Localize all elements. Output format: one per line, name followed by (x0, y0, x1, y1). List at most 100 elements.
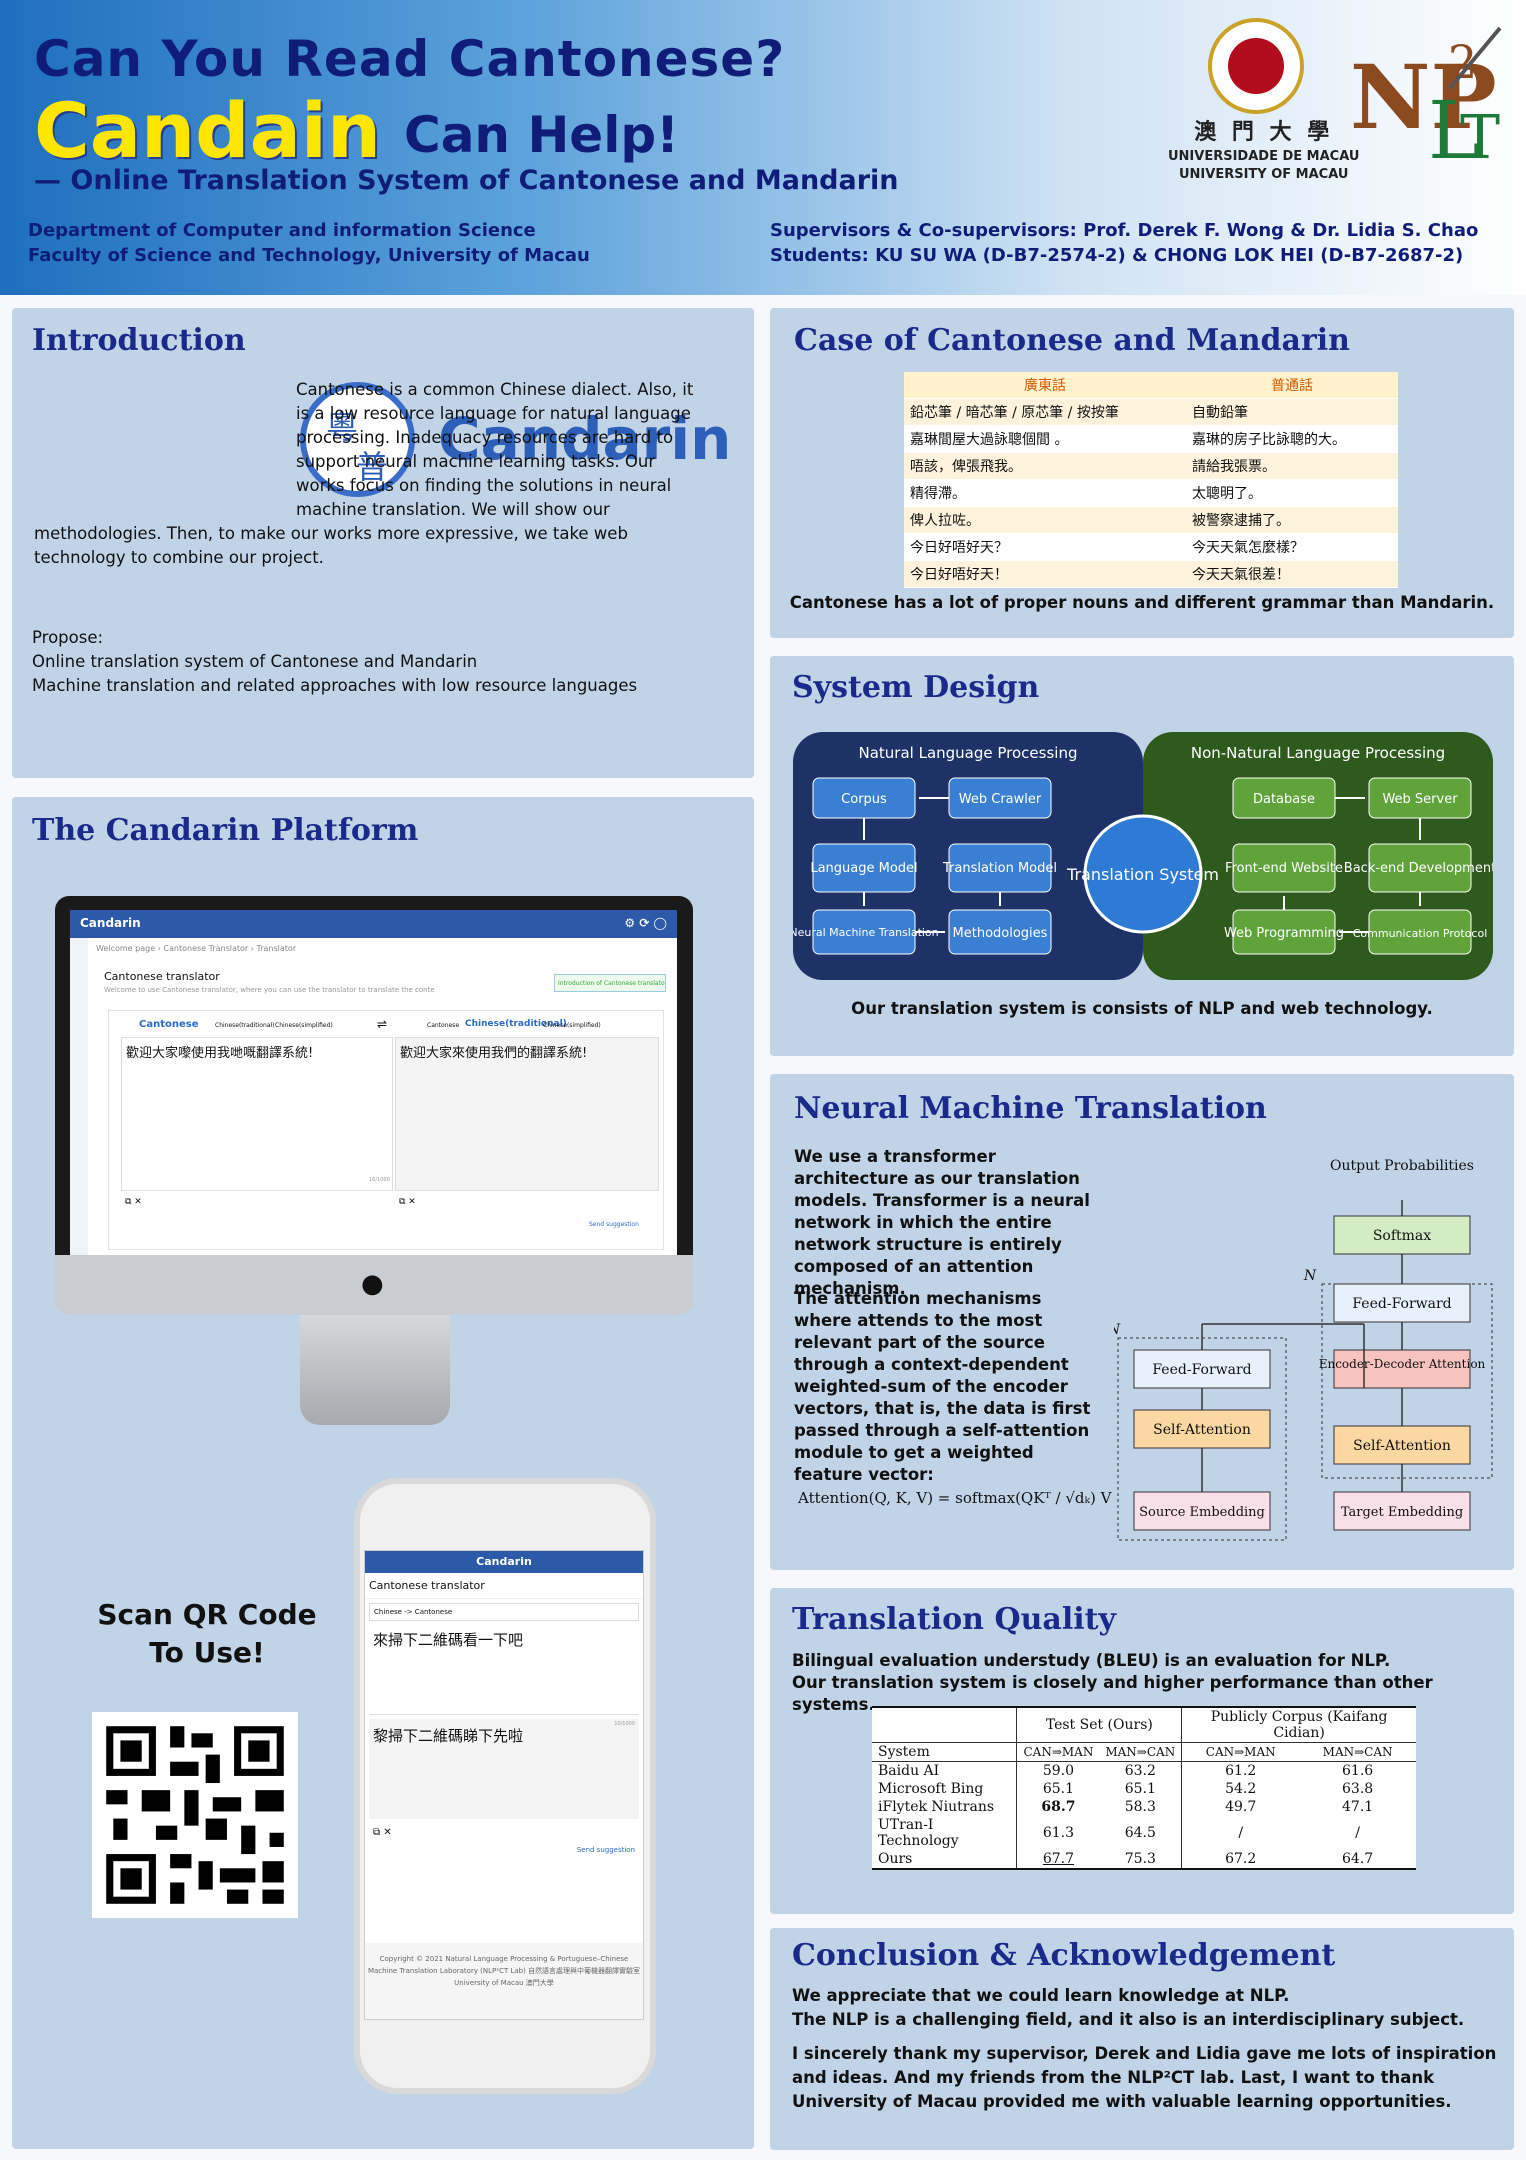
platform-title: The Candarin Platform (32, 813, 419, 848)
introduction-text: Cantonese is a common Chinese dialect. A… (34, 380, 694, 567)
send-suggestion-link[interactable]: Send suggestion (589, 1221, 639, 1228)
svg-text:Corpus: Corpus (841, 792, 887, 807)
svg-text:N: N (1303, 1268, 1317, 1284)
mobile-app-bar: Candarin (365, 1551, 643, 1573)
introduction-title: Introduction (32, 323, 246, 358)
table-row: 今日好唔好天？今天天氣怎麼樣？ (904, 533, 1398, 561)
svg-text:Target Embedding: Target Embedding (1341, 1505, 1463, 1520)
svg-text:N: N (1114, 1322, 1121, 1338)
desktop-page-title: Cantonese translator (104, 970, 220, 983)
quality-text: Bilingual evaluation understudy (BLEU) i… (792, 1651, 1433, 1714)
table-row: 嘉琳間屋大過詠聰個間 。嘉琳的房子比詠聰的大。 (904, 425, 1398, 453)
mobile-send-suggestion[interactable]: Send suggestion (576, 1846, 635, 1854)
svg-text:Feed-Forward: Feed-Forward (1152, 1362, 1251, 1378)
attention-formula: Attention(Q, K, V) = softmax(QKᵀ / √dₖ) … (798, 1489, 1112, 1507)
candarin-logo-icon: 粵 普 (300, 382, 415, 497)
svg-text:Feed-Forward: Feed-Forward (1352, 1296, 1451, 1312)
candarin-logo-text: Candarin (438, 405, 732, 473)
transformer-diagram: Output Probabilities Softmax Feed-Forwar… (1114, 1158, 1493, 1541)
nlp2ct-logo: NP 2 L T (1350, 26, 1502, 168)
monitor-chin: ● (55, 1255, 693, 1315)
design-caption: Our translation system is consists of NL… (851, 999, 1433, 1018)
conclusion-text: We appreciate that we could learn knowle… (792, 1986, 1497, 2111)
mobile-footer: Copyright © 2021 Natural Language Proces… (365, 1943, 643, 2019)
case-caption: Cantonese has a lot of proper nouns and … (789, 593, 1495, 612)
svg-text:Web Crawler: Web Crawler (959, 792, 1042, 807)
svg-text:Source Embedding: Source Embedding (1139, 1505, 1265, 1520)
svg-text:Front-end Website: Front-end Website (1225, 861, 1343, 876)
table-row: 鉛芯筆 / 暗芯筆 / 原芯筆 / 按按筆自動鉛筆 (904, 398, 1398, 426)
svg-text:Database: Database (1253, 792, 1315, 807)
poster-title-line1: Can You Read Cantonese? (34, 30, 786, 88)
breadcrumb: Welcome page › Cantonese Translator › Tr… (96, 944, 297, 953)
svg-text:Translation System: Translation System (1066, 865, 1219, 884)
source-tab-traditional[interactable]: Chinese(traditional) (215, 1022, 275, 1029)
desktop-screenshot: Candarin⚙ ⟳ ◯ Welcome page › Cantonese T… (70, 910, 677, 1260)
svg-text:Encoder-Decoder Attention: Encoder-Decoder Attention (1319, 1357, 1486, 1371)
source-tab-cantonese[interactable]: Cantonese (139, 1019, 199, 1030)
svg-text:Translation Model: Translation Model (942, 861, 1057, 876)
svg-text:Web Server: Web Server (1382, 792, 1458, 807)
table-row: 今日好唔好天！今天天氣很差！ (904, 560, 1398, 588)
nmt-title: Neural Machine Translation (794, 1091, 1267, 1126)
target-tab-cantonese[interactable]: Cantonese (427, 1022, 460, 1029)
svg-text:Web Programming: Web Programming (1224, 926, 1344, 941)
svg-text:L: L (1428, 84, 1481, 168)
table-row: 唔該，俾張飛我。請給我張票。 (904, 452, 1398, 480)
desktop-page-desc: Welcome to use Cantonese translator, whe… (104, 986, 434, 994)
svg-text:Output Probabilities: Output Probabilities (1330, 1158, 1474, 1174)
svg-text:Language Model: Language Model (810, 861, 917, 876)
svg-text:Softmax: Softmax (1373, 1228, 1431, 1244)
mobile-copy-icon[interactable]: ⧉ ✕ (373, 1827, 392, 1838)
svg-text:Self-Attention: Self-Attention (1153, 1422, 1251, 1438)
introduction-panel (12, 308, 754, 778)
copy-icon[interactable]: ⧉ ✕ (125, 1197, 142, 1207)
mobile-source-input[interactable]: 來掃下二維碼看一下吧 (369, 1625, 639, 1715)
mobile-page-title: Cantonese translator (365, 1573, 643, 1599)
language-direction-select[interactable]: Chinese -> Cantonese (369, 1603, 639, 1621)
qr-code-icon[interactable] (92, 1712, 298, 1918)
svg-text:Methodologies: Methodologies (953, 926, 1048, 941)
design-title: System Design (792, 670, 1040, 705)
case-title: Case of Cantonese and Mandarin (794, 323, 1350, 358)
poster-subtitle: — Online Translation System of Cantonese… (34, 165, 899, 196)
university-seal-logo (1208, 18, 1304, 114)
svg-text:Non-Natural Language Processin: Non-Natural Language Processing (1191, 744, 1445, 762)
propose-list: Propose:Online translation system of Can… (32, 628, 638, 695)
svg-text:T: T (1460, 103, 1500, 168)
nmt-paragraph-2: The attention mechanisms where attends t… (794, 1289, 1091, 1484)
supervisor-info: Supervisors & Co-supervisors: Prof. Dere… (770, 220, 1479, 266)
mobile-target-output: 黎掃下二維碼睇下先啦 (369, 1719, 639, 1819)
brand-name: Candain (34, 86, 382, 175)
conclusion-panel (770, 1928, 1514, 2150)
target-tab-traditional[interactable]: Chinese(traditional) (465, 1019, 567, 1029)
target-output: 歡迎大家來使用我們的翻譯系統! (395, 1037, 659, 1191)
monitor-stand (300, 1315, 450, 1425)
intro-button[interactable]: Introduction of Cantonese translator (554, 974, 666, 992)
source-tab-simplified[interactable]: Chinese(simplified) (275, 1022, 333, 1029)
target-tab-simplified[interactable]: Chinese(simplified) (543, 1022, 601, 1029)
nmt-paragraph-1: We use a transformer architecture as our… (794, 1147, 1090, 1298)
department-info: Department of Computer and information S… (28, 220, 590, 266)
desktop-sidebar (70, 938, 88, 1260)
char-counter: 16/1000 (369, 1177, 390, 1183)
svg-text:Communication Protocol: Communication Protocol (1353, 927, 1488, 940)
swap-icon[interactable]: ⇌ (377, 1017, 388, 1031)
translator-card: Cantonese Chinese(traditional) Chinese(s… (108, 1010, 664, 1250)
poster-title-line2: Can Help! (404, 106, 679, 164)
source-textarea[interactable]: 歡迎大家嚟使用我哋嘅翻譯系統! (121, 1037, 393, 1191)
svg-text:Self-Attention: Self-Attention (1353, 1438, 1451, 1454)
case-table: 廣東話普通話 鉛芯筆 / 暗芯筆 / 原芯筆 / 按按筆自動鉛筆 嘉琳間屋大過詠… (904, 372, 1398, 588)
desktop-app-bar: Candarin⚙ ⟳ ◯ (70, 910, 677, 938)
system-design-diagram: Natural Language Processing Non-Natural … (793, 732, 1493, 980)
scan-qr-caption: Scan QR Code To Use! (97, 1598, 317, 1669)
copy-output-icon[interactable]: ⧉ ✕ (399, 1197, 416, 1207)
bleu-table: Test Set (Ours)Publicly Corpus (Kaifang … (872, 1706, 1416, 1870)
svg-text:Neural Machine Translation: Neural Machine Translation (793, 926, 939, 939)
svg-text:Back-end Development: Back-end Development (1344, 861, 1493, 876)
